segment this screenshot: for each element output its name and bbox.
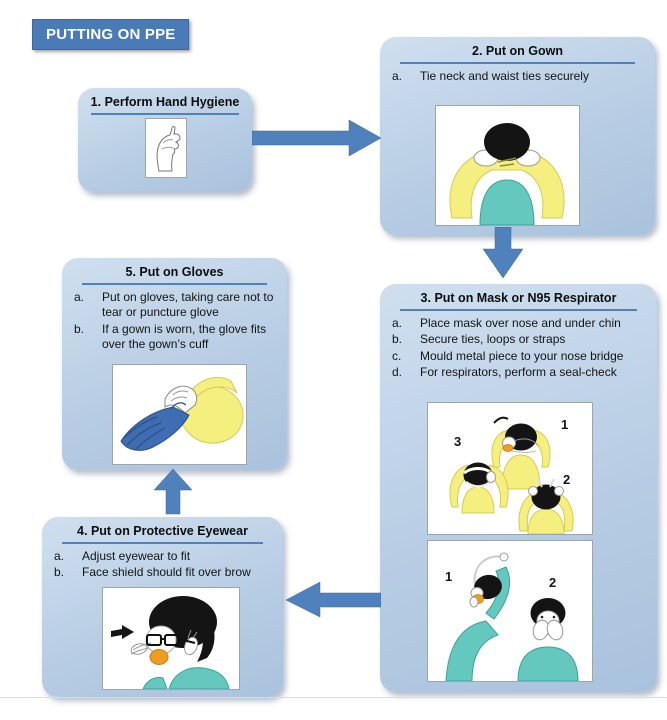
sealcheck-step-label-2: 2	[549, 575, 556, 590]
step2-title-rule	[400, 62, 635, 64]
figure-secure-ties	[518, 478, 574, 534]
step1-title: 1. Perform Hand Hygiene	[90, 95, 240, 109]
eyewear-illustration-panel	[102, 587, 240, 690]
step3-item-a: a. Place mask over nose and under chin	[392, 316, 651, 331]
sealcheck-step-label-1: 1	[445, 569, 452, 584]
step3-item-d: d. For respirators, perform a seal-check	[392, 365, 651, 380]
figure-mould-nosepiece	[449, 462, 509, 514]
arrow-step4-to-step5-icon	[153, 469, 193, 515]
item-letter: a.	[392, 316, 403, 330]
gown-illustration-panel	[435, 105, 580, 226]
item-text: Mould metal piece to your nose bridge	[420, 348, 624, 363]
item-letter: a.	[74, 290, 85, 304]
item-text: Put on gloves, taking care not to tear o…	[102, 290, 274, 320]
step3-title-rule	[400, 309, 637, 311]
item-text: If a gown is worn, the glove fits over t…	[102, 321, 267, 352]
item-text: Place mask over nose and under chin	[420, 316, 621, 330]
seal-check-illustration-panel: 1 2	[427, 540, 593, 682]
tying-step-label-3: 3	[454, 434, 461, 449]
glove-donning-illustration	[120, 377, 244, 451]
step5-item-a: a. Put on gloves, taking care not to tea…	[74, 290, 281, 321]
item-letter: b.	[74, 321, 85, 336]
step4-title: 4. Put on Protective Eyewear	[77, 524, 248, 538]
page-title: PUTTING ON PPE	[32, 19, 190, 50]
step5-title: 5. Put on Gloves	[125, 265, 224, 279]
step2-gown-box: 2. Put on Gown a. Tie neck and waist tie…	[380, 37, 655, 235]
adjust-motion-arrow-icon	[111, 625, 134, 639]
step5-item-b: b. If a gown is worn, the glove fits ove…	[74, 322, 281, 353]
arrow-step2-to-step3-icon	[482, 227, 524, 279]
item-letter: b.	[392, 332, 403, 347]
mask-tying-illustration-panel: 1 3 2	[427, 402, 593, 535]
item-text: Secure ties, loops or straps	[420, 332, 566, 347]
item-text: Face shield should fit over brow	[82, 565, 251, 580]
item-letter: b.	[54, 565, 65, 580]
step5-gloves-box: 5. Put on Gloves a. Put on gloves, takin…	[62, 258, 287, 470]
step5-title-rule	[82, 283, 267, 285]
step4-title-rule	[62, 542, 263, 544]
item-text: Tie neck and waist ties securely	[420, 69, 589, 83]
tying-step-label-1: 1	[561, 417, 568, 432]
seal-check-illustration: 1 2	[445, 552, 579, 681]
tying-step-label-2: 2	[563, 472, 570, 487]
step3-mask-box: 3. Put on Mask or N95 Respirator a. Plac…	[380, 284, 657, 692]
item-letter: a.	[54, 549, 65, 563]
arrow-step1-to-step2-icon	[252, 119, 382, 157]
item-letter: a.	[392, 69, 403, 83]
eyewear-donning-illustration	[111, 596, 230, 689]
gloves-illustration-panel	[112, 364, 247, 465]
figure-pull-strap	[445, 552, 510, 681]
step2-item-a: a. Tie neck and waist ties securely	[392, 69, 649, 84]
step4-eyewear-box: 4. Put on Protective Eyewear a. Adjust e…	[42, 517, 283, 697]
step3-title: 3. Put on Mask or N95 Respirator	[420, 291, 617, 305]
mask-tying-illustration: 1 3 2	[449, 416, 574, 534]
hand-washing-illustration-panel	[145, 118, 187, 178]
step1-hand-hygiene-box: 1. Perform Hand Hygiene	[78, 88, 252, 192]
item-text: Adjust eyewear to fit	[82, 549, 191, 563]
step1-title-rule	[91, 113, 239, 115]
item-letter: d.	[392, 365, 403, 380]
step4-item-b: b. Face shield should fit over brow	[54, 565, 277, 580]
step3-item-b: b. Secure ties, loops or straps	[392, 332, 651, 347]
step4-item-a: a. Adjust eyewear to fit	[54, 549, 277, 564]
item-text: For respirators, perform a seal-check	[420, 365, 617, 380]
gown-tying-illustration	[449, 123, 565, 225]
step3-item-c: c. Mould metal piece to your nose bridge	[392, 349, 651, 364]
arrow-step3-to-step4-icon	[285, 582, 381, 618]
page-bottom-divider	[0, 697, 667, 698]
item-letter: c.	[392, 348, 402, 363]
figure-seal-check-hands	[517, 598, 579, 681]
figure-place-mask	[491, 416, 551, 490]
step2-title: 2. Put on Gown	[472, 44, 563, 58]
hand-washing-illustration	[156, 126, 181, 172]
